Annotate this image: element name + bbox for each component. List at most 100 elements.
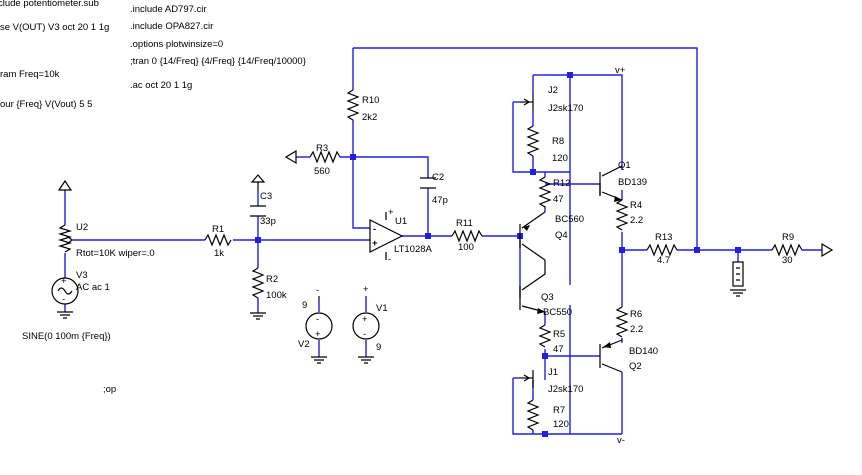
c3-value: 33p [260,216,276,227]
svg-text:+: + [315,329,321,340]
resistor-r11[interactable]: R11 100 [451,218,483,253]
net-labels: v+ v- [615,65,626,446]
resistor-r6[interactable]: R6 2.2 [615,306,643,338]
r5-value: 47 [553,344,564,355]
r6-value: 2.2 [630,324,643,335]
net-label-vminus: v- [617,435,625,446]
resistor-r8[interactable]: R8 120 [526,125,568,164]
j1-name: J1 [548,367,558,378]
directive-include-potentiometer[interactable]: clude potentiometer.sub [0,0,99,9]
svg-text:-: - [388,254,391,265]
v2-label-top: - [316,285,319,296]
r7-value: 120 [553,419,569,430]
directive-four[interactable]: our {Freq} V(Vout) 5 5 [0,99,92,110]
r8-name: R8 [552,136,564,147]
v1-name: V1 [376,303,388,314]
r4-value: 2.2 [630,215,643,226]
jfet-j2[interactable]: J2 J2sk170 [520,85,583,114]
directive-tran[interactable]: ;tran 0 {14/Freq} {4/Freq} {14/Freq/1000… [130,56,306,67]
u1-name: U1 [395,216,407,227]
r3-name: R3 [316,143,328,154]
resistor-r12[interactable]: R12 47 [538,176,570,208]
c3-name: C3 [260,191,272,202]
directive-param[interactable]: ram Freq=10k [0,69,60,80]
potentiometer-u2[interactable]: U2 Rtot=10K wiper=.0 [57,179,155,259]
resistor-r5[interactable]: R5 47 [538,324,565,355]
directive-op[interactable]: ;op [103,384,116,395]
r11-name: R11 [456,218,473,229]
r11-value: 100 [458,242,474,253]
r12-name: R12 [553,178,570,189]
transistor-q2[interactable]: BD140 Q2 [599,339,658,373]
v2-value: 9 [302,300,307,311]
svg-text:+: + [362,314,368,325]
directive-noise[interactable]: se V(OUT) V3 oct 20 1 1g [0,22,109,33]
v1-value: 9 [376,342,381,353]
source-v2[interactable]: - - + 9 V2 [298,285,333,364]
transistor-q3[interactable]: Q3 BC550 [519,260,572,318]
j2-name: J2 [548,85,558,96]
q1-value: BD139 [618,177,647,188]
wires [64,47,822,435]
v1-label-top: + [363,284,369,295]
c2-value: 47p [432,195,448,206]
r9-name: R9 [782,232,794,243]
r13-value: 4.7 [657,255,670,266]
r8-value: 120 [552,153,568,164]
q4-name: Q4 [555,230,568,241]
r10-name: R10 [362,95,379,106]
directive-ac[interactable]: .ac oct 20 1 1g [130,80,192,91]
source-v3[interactable]: + - V3 AC ac 1 SINE(0 100m {Freq}) [22,270,111,342]
svg-text:+: + [61,276,67,287]
source-v1[interactable]: + + - V1 9 [352,284,388,364]
transistor-q4[interactable]: BC560 Q4 [519,211,584,261]
net-label-vplus: v+ [615,65,626,76]
svg-text:-: - [316,314,319,325]
v3-value: AC ac 1 [76,282,110,293]
r12-value: 47 [553,194,564,205]
resistor-r13[interactable]: R13 4.7 [646,232,678,266]
capacitor-c3[interactable]: C3 33p [250,174,276,227]
u2-value: Rtot=10K wiper=.0 [76,248,155,259]
q2-value: BD140 [629,346,658,357]
resistor-r1[interactable]: R1 1k [204,224,232,259]
q2-name: Q2 [629,361,642,372]
v3-name: V3 [76,270,88,281]
resistor-r4[interactable]: R4 2.2 [615,199,643,231]
r2-name: R2 [266,274,278,285]
v2-name: V2 [298,339,310,350]
resistor-r7[interactable]: R7 120 [526,399,569,431]
j2-value: J2sk170 [548,103,583,114]
q3-value: BC550 [543,307,572,318]
r13-name: R13 [655,232,672,243]
q3-name: Q3 [541,292,554,303]
directive-options[interactable]: .options plotwinsize=0 [130,39,223,50]
transistor-q1[interactable]: Q1 BD139 [599,160,647,202]
jfet-j1[interactable]: J1 J2sk170 [520,367,583,395]
r1-name: R1 [212,224,224,235]
spice-directives: clude potentiometer.sub se V(OUT) V3 oct… [0,0,306,395]
svg-text:+: + [388,207,394,218]
svg-text:-: - [373,224,376,235]
resistor-r9[interactable]: R9 30 [771,232,834,266]
r10-value: 2k2 [362,112,377,123]
q4-value: BC560 [555,214,584,225]
u2-name: U2 [76,222,88,233]
r6-name: R6 [630,309,642,320]
u1-value: LT1028A [394,244,433,255]
directive-include-opa827[interactable]: .include OPA827.cir [130,21,213,32]
svg-text:+: + [372,238,378,249]
directive-include-ad797[interactable]: .include AD797.cir [130,4,207,15]
resistor-r3[interactable]: R3 560 [284,143,341,177]
resistor-r2[interactable]: R2 100k [250,267,287,320]
resistor-r10[interactable]: R10 2k2 [346,89,379,123]
r7-name: R7 [553,405,565,416]
r2-value: 100k [266,290,287,301]
j1-value: J2sk170 [548,384,583,395]
capacitor-c2[interactable]: C2 47p [420,172,448,206]
r1-value: 1k [214,248,224,259]
opamp-u1[interactable]: - + + - U1 LT1028A [369,207,433,265]
r3-value: 560 [314,166,330,177]
r5-name: R5 [553,329,565,340]
